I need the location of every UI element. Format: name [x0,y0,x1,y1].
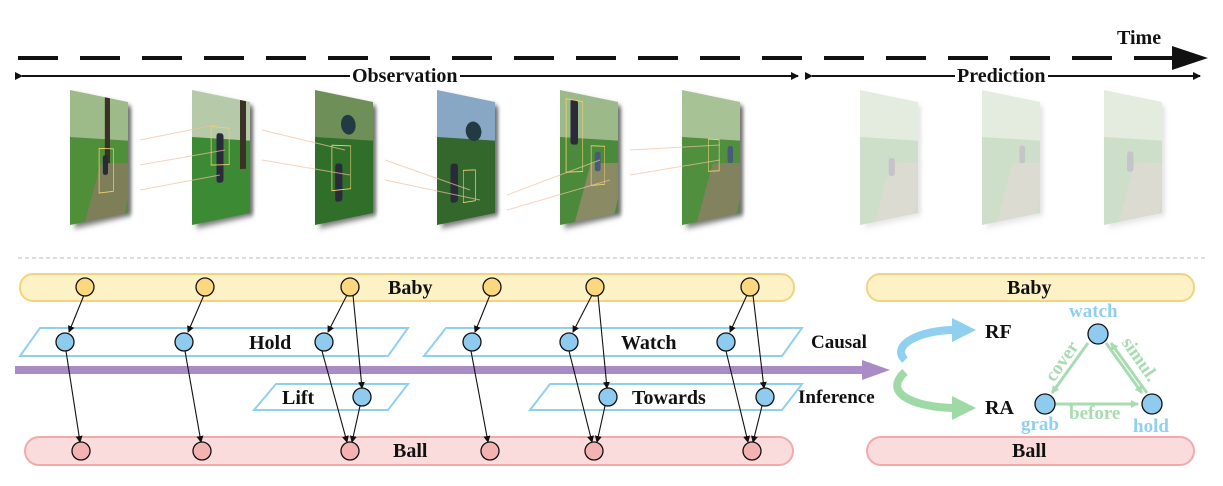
towards-plane [527,383,805,411]
action-nodes [55,332,775,407]
watch-label: Watch [621,332,677,354]
causal-inference-arrow [15,360,890,380]
lift-label: Lift [282,387,315,409]
relation-watch-label: watch [1069,301,1118,322]
time-arrowhead [1172,46,1208,70]
lift-plane [251,383,411,411]
ball-lane-label: Ball [393,440,428,462]
prediction-baby-label: Baby [1007,277,1052,299]
watch-plane [421,327,804,357]
rf-label: RF [985,321,1012,343]
rf-arrowhead [952,318,976,342]
rf-arrow [897,326,956,363]
prediction-ball-lane [866,436,1195,466]
prediction-label: Prediction [955,65,1048,87]
causal-edges [65,294,767,443]
baby-lane-label: Baby [388,277,433,299]
causal-label: Causal [811,332,867,353]
inference-label: Inference [798,387,875,408]
relation-nodes [1034,323,1163,415]
hold-plane [18,327,410,357]
ball-lane [24,436,794,466]
relation-before-label: before [1069,403,1121,424]
hold-label: Hold [249,332,292,354]
ra-label: RA [985,397,1014,419]
prediction-ball-label: Ball [1012,440,1047,462]
relation-grab-label: grab [1021,414,1059,435]
ra-arrow [893,369,956,412]
prediction-baby-lane [866,273,1195,302]
ra-arrowhead [952,396,976,420]
observation-label: Observation [350,65,460,87]
relation-edges [1050,342,1149,408]
ball-nodes [71,441,762,461]
time-label: Time [1117,27,1162,49]
relation-hold-label: hold [1133,416,1169,437]
towards-label: Towards [632,387,706,409]
baby-nodes [75,277,760,297]
frame-connections [139,124,721,211]
